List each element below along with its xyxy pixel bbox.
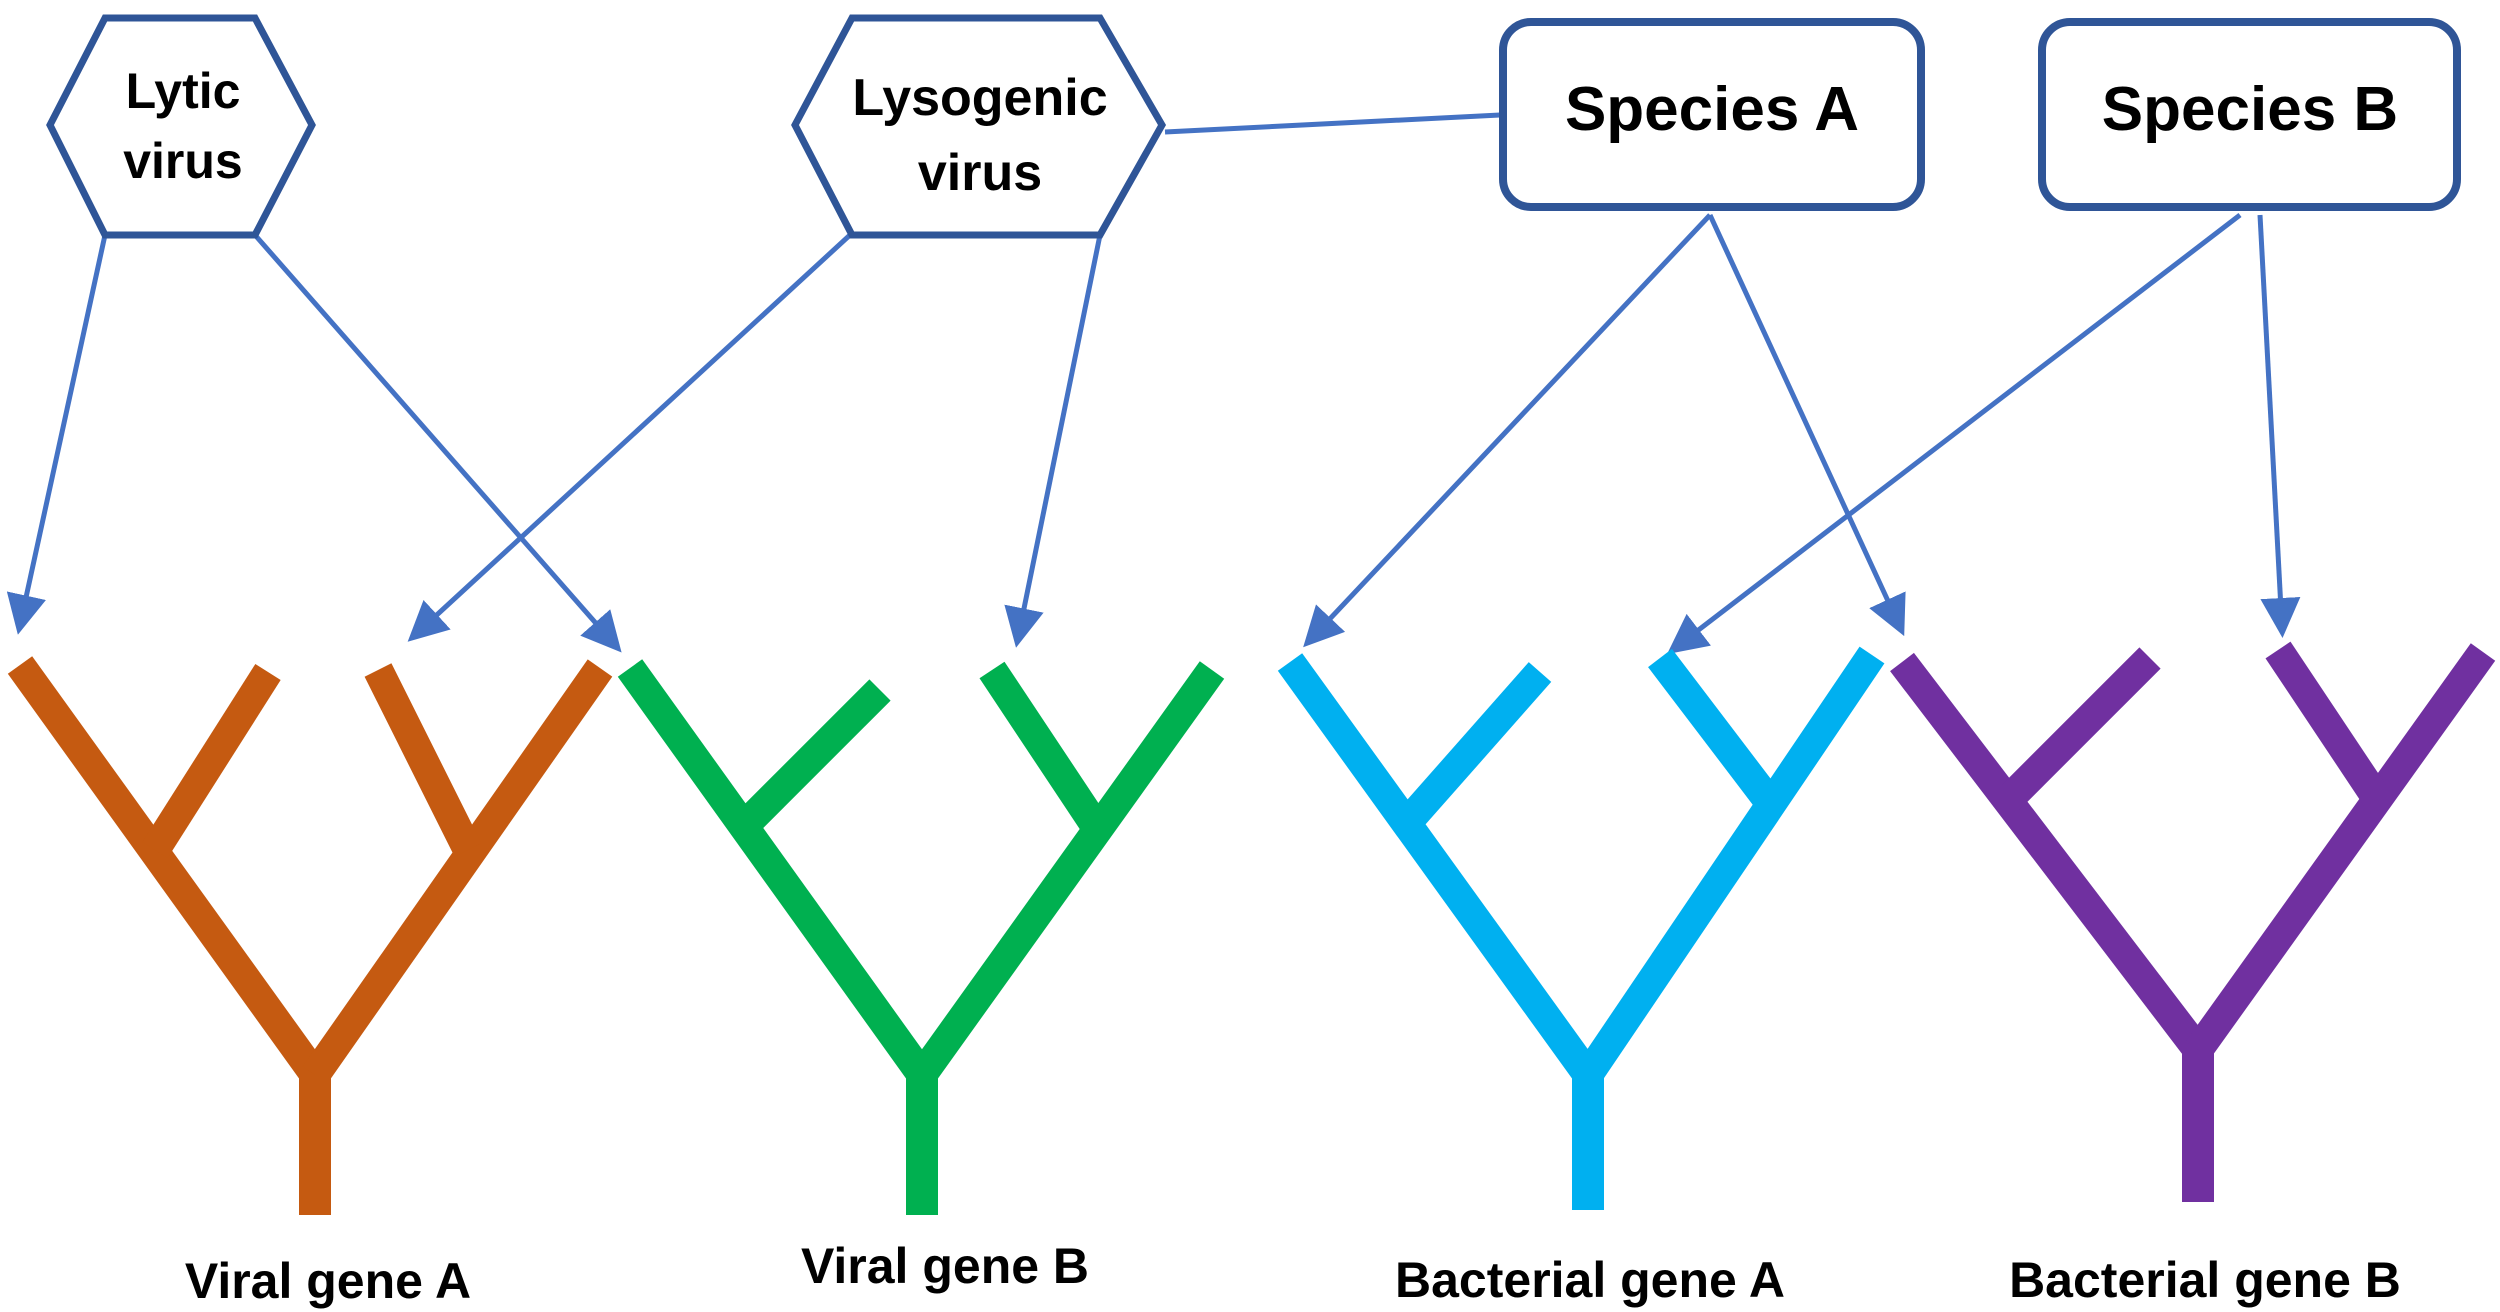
lytic-virus-label-line1: Lytic — [126, 63, 241, 119]
gene-tree-viral-gene-a-branch-3 — [142, 663, 281, 859]
arrow-lytic-to-viral-gene-a-left — [6, 234, 108, 635]
connector-lysogenic-to-species-a — [1164, 112, 1501, 135]
gene-tree-bacterial-gene-a-branch-2 — [1575, 646, 1885, 1084]
gene-tree-viral-gene-b — [617, 659, 1225, 1215]
arrow-species-a-to-bacterial-gene-b-left — [1707, 213, 1906, 637]
gene-tree-viral-gene-a-branch-4 — [364, 663, 482, 857]
gene-tree-bacterial-gene-b-branch-2 — [2185, 643, 2496, 1059]
gene-tree-bacterial-gene-b-branch-3 — [1997, 647, 2161, 811]
gene-label-viral-gene-a: Viral gene A — [185, 1253, 471, 1309]
gene-label-bacterial-gene-a: Bacterial gene A — [1395, 1252, 1785, 1308]
arrow-species-b-to-bacterial-gene-b-right — [2257, 214, 2301, 638]
arrow-lytic-to-viral-gene-b-left — [253, 233, 622, 653]
arrow-species-b-to-bacterial-gene-a-right — [1667, 213, 2242, 655]
gene-tree-bacterial-gene-a-branch-1 — [1277, 653, 1601, 1084]
species-b-label: Species B — [2102, 75, 2398, 144]
lytic-virus-label-line2: virus — [123, 133, 243, 189]
gene-tree-viral-gene-a-branch-1 — [7, 656, 328, 1084]
gene-tree-viral-gene-a-branch-2 — [302, 659, 613, 1084]
gene-label-viral-gene-b: Viral gene B — [801, 1238, 1089, 1294]
lysogenic-virus-label-line1: Lysogenic — [852, 69, 1107, 127]
gene-tree-viral-gene-b-branch-4 — [979, 661, 1108, 834]
gene-tree-bacterial-gene-b-branch-1 — [1890, 652, 2210, 1060]
gene-tree-bacterial-gene-a-branch-4 — [1648, 648, 1780, 810]
gene-tree-viral-gene-b-branch-1 — [617, 659, 935, 1084]
arrows-group — [6, 112, 2301, 655]
gene-tree-viral-gene-b-branch-3 — [734, 679, 891, 836]
species-a-node: Species A — [1499, 18, 1925, 211]
lytic-virus-hexagon — [46, 14, 316, 239]
species-a-box — [1499, 18, 1925, 211]
gene-trees-group — [7, 641, 2496, 1215]
gene-tree-viral-gene-a — [7, 656, 613, 1215]
arrow-lysogenic-to-viral-gene-a-right — [407, 233, 852, 642]
gene-tree-bacterial-gene-b — [1890, 641, 2496, 1202]
species-a-label: Species A — [1565, 75, 1859, 144]
lysogenic-virus-node: Lysogenic virus — [791, 14, 1167, 239]
lytic-virus-node: Lytic virus — [46, 14, 316, 239]
species-b-box — [2038, 18, 2461, 211]
gene-tree-bacterial-gene-b-branch-4 — [2265, 641, 2391, 809]
gene-label-bacterial-gene-b: Bacterial gene B — [2009, 1252, 2401, 1308]
lysogenic-virus-hexagon — [791, 14, 1167, 239]
gene-tree-viral-gene-b-branch-2 — [909, 661, 1225, 1084]
arrow-lysogenic-to-viral-gene-b-right — [1004, 234, 1103, 648]
gene-tree-bacterial-gene-a-branch-3 — [1393, 662, 1552, 835]
species-b-node: Species B — [2038, 18, 2461, 211]
gene-tree-bacterial-gene-a — [1277, 646, 1885, 1210]
arrow-species-a-to-bacterial-gene-a-left — [1303, 213, 1712, 648]
gene-labels-group: Viral gene A Viral gene B Bacterial gene… — [185, 1238, 2401, 1309]
lysogenic-virus-label-line2: virus — [918, 144, 1042, 202]
